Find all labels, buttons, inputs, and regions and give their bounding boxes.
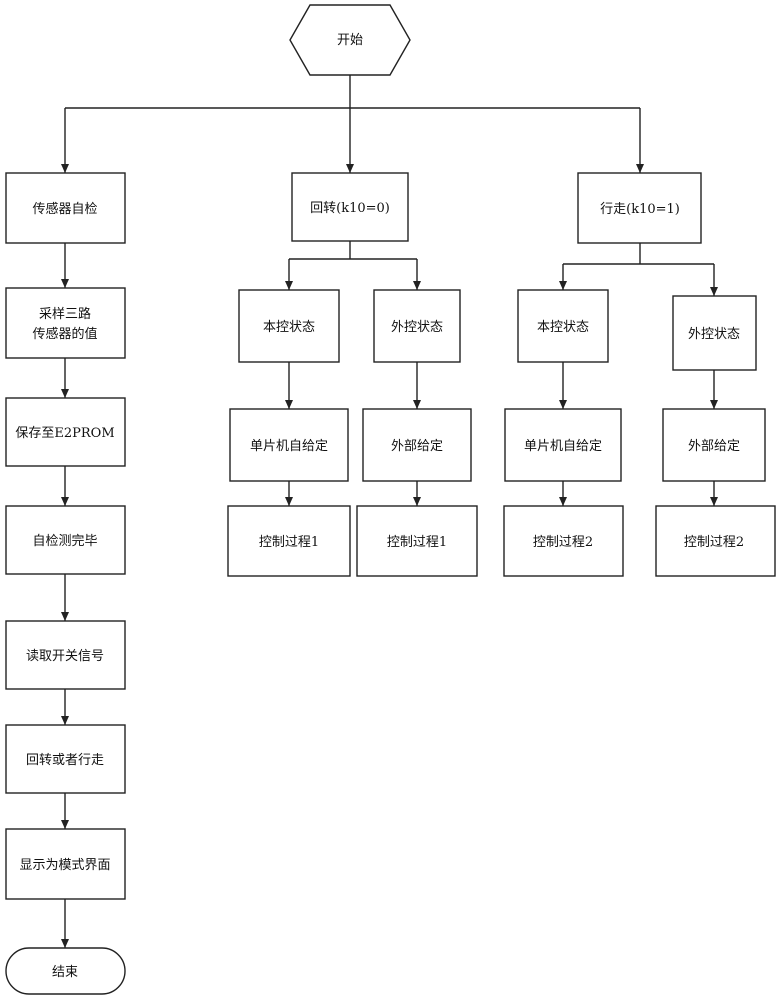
rotate-node: 回转(k10=0) [291, 172, 409, 242]
rotate-or-travel-node: 回转或者行走 [5, 724, 126, 794]
selfcheck-done-label: 自检测完毕 [32, 534, 97, 549]
read-switch-node: 读取开关信号 [5, 620, 126, 690]
rotate-mcu-given-node: 单片机自给定 [229, 408, 349, 482]
end-node: 结束 [5, 947, 126, 995]
rotate-control-process-b-node: 控制过程1 [356, 505, 478, 577]
sensor-selfcheck-label: 传感器自检 [32, 201, 97, 217]
travel-control-process-b-label: 控制过程2 [684, 535, 744, 550]
travel-label: 行走(k10=1) [600, 202, 680, 217]
travel-control-process-a-label: 控制过程2 [533, 535, 593, 550]
rotate-control-process-a-node: 控制过程1 [227, 505, 351, 577]
rotate-local-node: 本控状态 [238, 289, 340, 363]
rotate-external-label: 外控状态 [391, 320, 443, 335]
sample-label-line2: 传感器的值 [32, 326, 97, 342]
travel-mcu-given-node: 单片机自给定 [504, 408, 622, 482]
start-node: 开始 [289, 4, 411, 76]
rotate-local-label: 本控状态 [263, 320, 315, 335]
show-mode-node: 显示为模式界面 [5, 828, 126, 900]
travel-node: 行走(k10=1) [577, 172, 702, 244]
travel-external-label: 外控状态 [688, 327, 740, 342]
read-switch-label: 读取开关信号 [26, 649, 104, 664]
rotate-external-given-node: 外部给定 [362, 408, 472, 482]
travel-external-given-node: 外部给定 [662, 408, 766, 482]
travel-external-given-label: 外部给定 [688, 439, 740, 454]
travel-local-node: 本控状态 [517, 289, 609, 363]
save-e2prom-label: 保存至E2PROM [15, 426, 114, 441]
show-mode-label: 显示为模式界面 [19, 858, 110, 873]
rotate-control-process-b-label: 控制过程1 [387, 535, 447, 550]
rotate-or-travel-label: 回转或者行走 [26, 753, 104, 768]
sample-sensors-node: 采样三路 传感器的值 [5, 287, 126, 359]
travel-control-process-b-node: 控制过程2 [655, 505, 776, 577]
sample-label-line1: 采样三路 [39, 306, 91, 322]
rotate-label: 回转(k10=0) [310, 201, 390, 216]
start-label: 开始 [337, 33, 363, 48]
end-label: 结束 [52, 965, 78, 980]
travel-mcu-given-label: 单片机自给定 [524, 439, 602, 454]
selfcheck-done-node: 自检测完毕 [5, 505, 126, 575]
rotate-control-process-a-label: 控制过程1 [259, 535, 319, 550]
rotate-external-node: 外控状态 [373, 289, 461, 363]
rotate-mcu-given-label: 单片机自给定 [250, 439, 328, 454]
connectors [61, 75, 718, 948]
rotate-external-given-label: 外部给定 [391, 439, 443, 454]
save-e2prom-node: 保存至E2PROM [5, 397, 126, 467]
travel-local-label: 本控状态 [537, 320, 589, 335]
travel-control-process-a-node: 控制过程2 [503, 505, 624, 577]
sensor-selfcheck-node: 传感器自检 [5, 172, 126, 244]
travel-external-node: 外控状态 [672, 295, 757, 371]
